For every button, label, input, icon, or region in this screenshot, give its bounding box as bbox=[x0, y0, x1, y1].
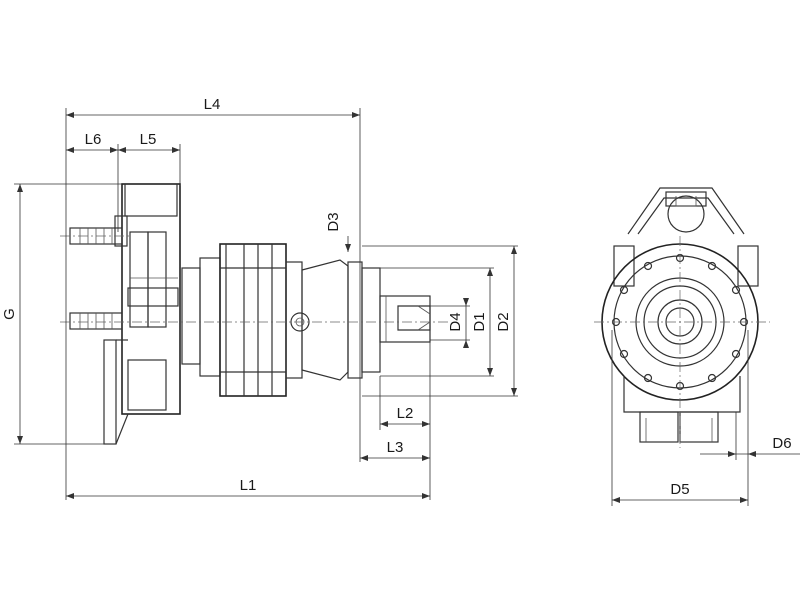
bolt-holes bbox=[611, 253, 749, 391]
side-view bbox=[60, 183, 448, 445]
label-l5: L5 bbox=[140, 131, 157, 148]
input-housing bbox=[103, 183, 181, 445]
label-d3: D3 bbox=[325, 212, 342, 231]
front-view-dimensions bbox=[611, 330, 800, 506]
label-d5: D5 bbox=[670, 481, 689, 498]
label-l1: L1 bbox=[240, 477, 257, 494]
label-d6: D6 bbox=[772, 435, 791, 452]
label-l2: L2 bbox=[397, 405, 414, 422]
label-l3: L3 bbox=[387, 439, 404, 456]
label-d2: D2 bbox=[495, 312, 512, 331]
input-shaft-lower bbox=[69, 312, 123, 330]
label-g: G bbox=[1, 308, 18, 320]
label-d4: D4 bbox=[447, 312, 464, 331]
side-view-dimensions bbox=[14, 108, 518, 500]
label-l6: L6 bbox=[85, 131, 102, 148]
label-l4: L4 bbox=[204, 96, 221, 113]
output-shaft bbox=[379, 295, 431, 343]
front-view bbox=[594, 187, 770, 448]
label-d1: D1 bbox=[471, 312, 488, 331]
gear-body bbox=[181, 243, 381, 397]
